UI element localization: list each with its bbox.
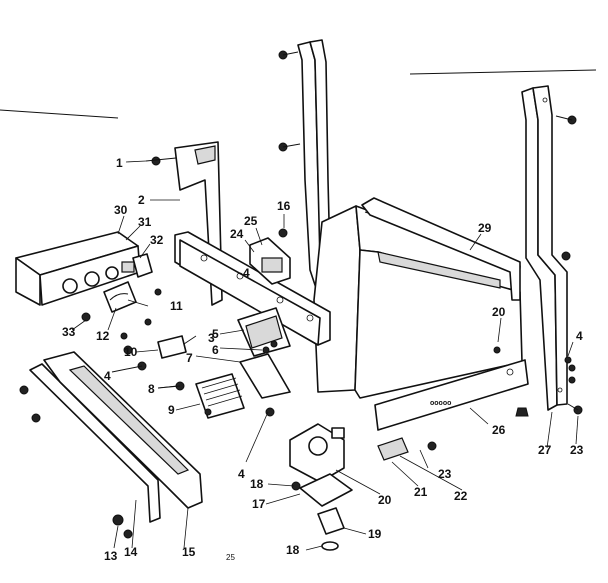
- callout-32: 32: [150, 233, 164, 247]
- lower-rail-14: [29, 363, 161, 523]
- callout-18-top: 18: [250, 477, 264, 491]
- svg-text:ooooo: ooooo: [430, 400, 451, 407]
- reference-lines: [0, 69, 597, 119]
- callout-4-bottom: 4: [238, 467, 245, 481]
- switch-bracket: [249, 237, 291, 285]
- callout-20-bottom: 20: [378, 493, 392, 507]
- callout-25: 25: [244, 214, 258, 228]
- callout-labels: 1 2 16 25 24 29 30 31 32 4 11 33 12 10 3…: [62, 156, 584, 563]
- part-21-22: [377, 437, 409, 461]
- callout-27: 27: [538, 443, 552, 457]
- callout-24: 24: [230, 227, 244, 241]
- callout-26: 26: [492, 423, 506, 437]
- front-plate: ooooo: [374, 359, 529, 431]
- part-19: [317, 507, 345, 551]
- foot-23: [515, 407, 529, 417]
- callout-16: 16: [277, 199, 291, 213]
- callout-9: 9: [168, 403, 175, 417]
- leader-lines: [71, 160, 579, 551]
- callout-8: 8: [148, 382, 155, 396]
- side-panel: [313, 205, 523, 399]
- part-10-3: [157, 335, 187, 359]
- callout-23-mid: 23: [438, 467, 452, 481]
- callout-10: 10: [124, 345, 138, 359]
- callout-4-right: 4: [576, 329, 583, 343]
- callout-18-bottom: 18: [286, 543, 300, 557]
- callout-30: 30: [114, 203, 128, 217]
- callout-23-right: 23: [570, 443, 584, 457]
- callout-3: 3: [208, 331, 215, 345]
- footer-code: 25: [226, 553, 235, 562]
- callout-11: 11: [170, 299, 183, 313]
- lower-rail-15: [43, 351, 203, 509]
- callout-21: 21: [414, 485, 428, 499]
- callout-4-top: 4: [243, 266, 250, 280]
- callout-33: 33: [62, 325, 76, 339]
- callout-15: 15: [182, 545, 196, 559]
- callout-17: 17: [252, 497, 266, 511]
- callout-20-right: 20: [492, 305, 506, 319]
- callout-14: 14: [124, 545, 138, 559]
- horizontal-rail: [174, 231, 331, 346]
- callout-7: 7: [186, 351, 193, 365]
- callout-12: 12: [96, 329, 110, 343]
- callout-31: 31: [138, 215, 152, 229]
- callout-2: 2: [138, 193, 145, 207]
- strut-29: [361, 197, 521, 301]
- callout-6: 6: [212, 343, 219, 357]
- right-rail: [521, 85, 568, 411]
- callout-5: 5: [212, 327, 219, 341]
- control-panel: [15, 231, 141, 306]
- part-7: [239, 353, 291, 399]
- callout-19: 19: [368, 527, 382, 541]
- callout-22: 22: [454, 489, 468, 503]
- valve-assembly: [289, 423, 345, 483]
- plate-17: [299, 473, 353, 507]
- part-9: [195, 373, 245, 419]
- callout-29: 29: [478, 221, 492, 235]
- screws: [19, 50, 583, 539]
- callout-4-left: 4: [104, 369, 111, 383]
- part-12: [103, 281, 137, 313]
- callout-13: 13: [104, 549, 118, 563]
- callout-1: 1: [116, 156, 123, 170]
